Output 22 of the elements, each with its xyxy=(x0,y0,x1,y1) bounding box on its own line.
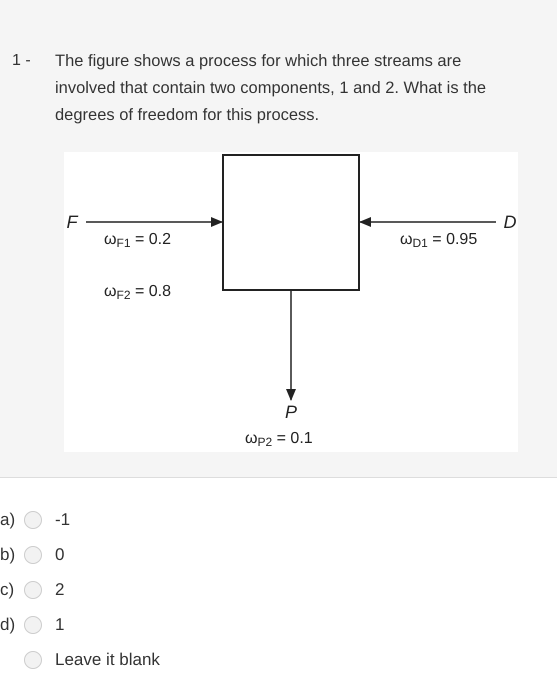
stream-label: P xyxy=(284,402,298,422)
arrow xyxy=(86,217,223,227)
option-letter: d) xyxy=(0,615,16,634)
process-box xyxy=(222,154,360,291)
option-letter: c) xyxy=(0,580,14,600)
option-letter: b) xyxy=(0,545,16,564)
arrow xyxy=(359,217,496,227)
option-text: 0 xyxy=(55,544,64,566)
mass-fraction-label: ω$_{F1}$ = 0.2 xyxy=(104,230,171,250)
option-text: 2 xyxy=(55,579,64,602)
option-letter: a) xyxy=(0,510,16,530)
question-number: 1 - xyxy=(12,51,31,71)
stream-label: D xyxy=(502,212,518,232)
arrow xyxy=(286,291,296,401)
mass-fraction-label: ω$_{P2}$ = 0.1 xyxy=(245,429,313,449)
option-text: -1 xyxy=(55,509,70,532)
option-text: 1 xyxy=(55,614,64,636)
stream-label: F xyxy=(64,212,80,232)
option-text: Leave it blank xyxy=(55,649,160,672)
question-text: The figure shows a process for which three streams are involved that contain two components, 1 and 2. What is the degrees of freedom for this process. xyxy=(55,51,488,126)
mass-fraction-label: ω$_{D1}$ = 0.95 xyxy=(400,230,478,250)
mass-fraction-label: ω$_{F2}$ = 0.8 xyxy=(104,282,171,302)
